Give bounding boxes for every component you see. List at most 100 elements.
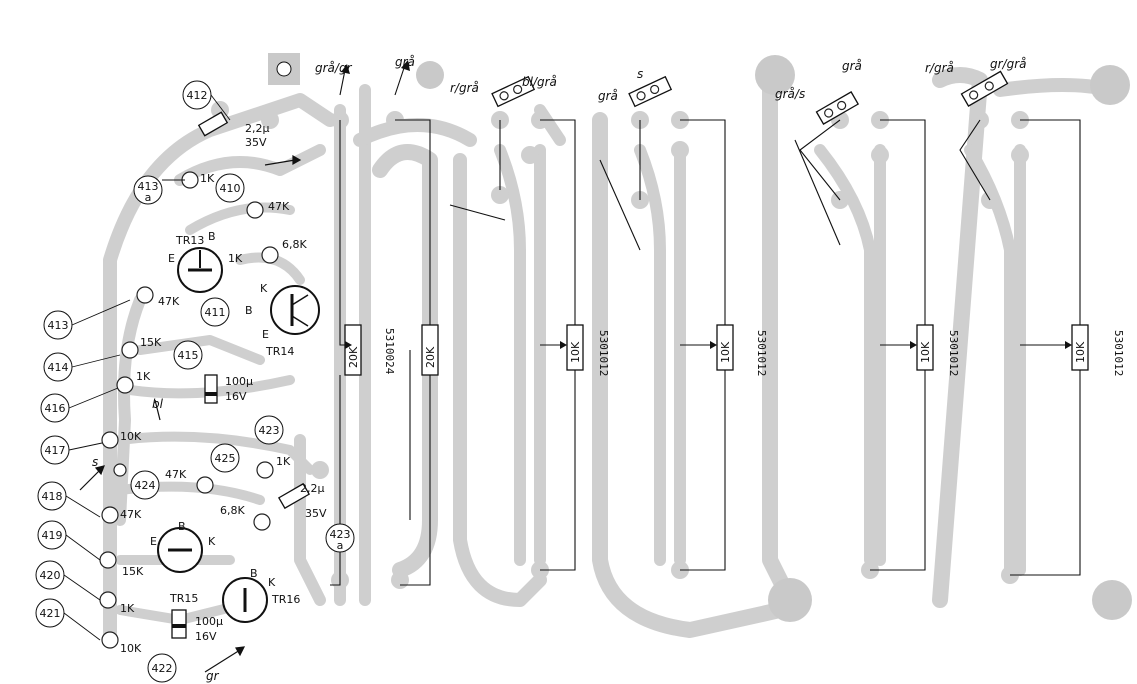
resistor-r20k-b: 20K bbox=[421, 324, 439, 376]
svg-text:E: E bbox=[262, 328, 269, 341]
svg-text:412: 412 bbox=[187, 89, 208, 102]
svg-text:100µ: 100µ bbox=[225, 375, 253, 388]
svg-text:1K: 1K bbox=[200, 172, 215, 185]
svg-text:411: 411 bbox=[205, 306, 226, 319]
svg-text:B: B bbox=[245, 304, 253, 317]
svg-text:K: K bbox=[268, 576, 276, 589]
part-number: 5301012 bbox=[597, 330, 610, 376]
resistor-10k-2: 10K bbox=[716, 324, 734, 371]
svg-text:1K: 1K bbox=[120, 602, 135, 615]
svg-text:2,2µ: 2,2µ bbox=[245, 122, 270, 135]
svg-text:15K: 15K bbox=[122, 565, 144, 578]
svg-text:425: 425 bbox=[215, 452, 236, 465]
svg-text:B: B bbox=[250, 567, 258, 580]
arrow-heads bbox=[345, 341, 1072, 349]
capacitor-422 bbox=[171, 609, 187, 639]
transistor-tr16 bbox=[222, 577, 268, 623]
svg-text:TR13: TR13 bbox=[175, 234, 204, 247]
svg-text:424: 424 bbox=[135, 479, 156, 492]
arrow-heads-left bbox=[79, 154, 302, 673]
wire-connectors bbox=[339, 60, 1009, 125]
svg-text:423: 423 bbox=[330, 528, 351, 541]
svg-text:gr: gr bbox=[206, 669, 220, 683]
wire-label: r/grå bbox=[450, 81, 479, 95]
transistor-tr13 bbox=[177, 247, 223, 293]
resistor-value: 20K bbox=[347, 346, 360, 368]
svg-text:420: 420 bbox=[40, 569, 61, 582]
svg-text:47K: 47K bbox=[165, 468, 187, 481]
capacitor-415 bbox=[204, 374, 218, 404]
wire-label: gr/grå bbox=[990, 57, 1027, 71]
svg-text:100µ: 100µ bbox=[195, 615, 223, 628]
resistor-value: 20K bbox=[424, 346, 437, 368]
svg-text:16V: 16V bbox=[225, 390, 247, 403]
svg-text:TR15: TR15 bbox=[169, 592, 198, 605]
svg-text:47K: 47K bbox=[268, 200, 290, 213]
part-number: 5301012 bbox=[947, 330, 960, 376]
svg-text:413: 413 bbox=[48, 319, 69, 332]
wire-label: grå bbox=[395, 55, 415, 69]
part-number: 5301012 bbox=[755, 330, 768, 376]
svg-text:15K: 15K bbox=[140, 336, 162, 349]
svg-text:6,8K: 6,8K bbox=[282, 238, 307, 251]
component-holes bbox=[99, 171, 279, 649]
svg-text:K: K bbox=[260, 282, 268, 295]
wire-label: bl/grå bbox=[522, 75, 557, 89]
mounting-pads bbox=[416, 55, 1132, 622]
svg-text:35V: 35V bbox=[305, 507, 327, 520]
svg-text:1K: 1K bbox=[228, 252, 243, 265]
svg-text:1K: 1K bbox=[276, 455, 291, 468]
resistor-value: 10K bbox=[919, 341, 932, 363]
svg-text:a: a bbox=[145, 191, 152, 204]
svg-text:410: 410 bbox=[220, 182, 241, 195]
wire-label: grå bbox=[842, 59, 862, 73]
svg-text:B: B bbox=[208, 230, 216, 243]
wire-label: grå bbox=[598, 89, 618, 103]
svg-text:TR14: TR14 bbox=[265, 345, 294, 358]
svg-text:K: K bbox=[208, 535, 216, 548]
resistor-10k-3: 10K bbox=[916, 324, 934, 371]
copper-traces bbox=[103, 62, 1117, 647]
svg-text:s: s bbox=[92, 455, 98, 469]
svg-text:415: 415 bbox=[178, 349, 199, 362]
resistor-r20k-a: 20K bbox=[344, 324, 362, 376]
svg-text:bl: bl bbox=[152, 397, 164, 411]
component-labels: 2,2µ 35V 1K 47K 6,8K TR13 B E 1K K B E T… bbox=[92, 122, 327, 683]
resistor-10k-4: 10K bbox=[1071, 324, 1089, 371]
svg-text:47K: 47K bbox=[120, 508, 142, 521]
svg-text:10K: 10K bbox=[120, 430, 142, 443]
resistor-value: 10K bbox=[1074, 341, 1087, 363]
transistor-tr15 bbox=[157, 527, 203, 573]
svg-text:417: 417 bbox=[45, 444, 66, 457]
transistor-tr14 bbox=[270, 285, 320, 335]
svg-text:422: 422 bbox=[152, 662, 173, 675]
svg-text:B: B bbox=[178, 520, 186, 533]
leader-lines bbox=[63, 94, 231, 641]
wire-label: r/grå bbox=[925, 61, 954, 75]
resistor-value: 10K bbox=[719, 341, 732, 363]
capacitor-412 bbox=[197, 111, 229, 137]
svg-text:421: 421 bbox=[40, 607, 61, 620]
svg-text:6,8K: 6,8K bbox=[220, 504, 245, 517]
svg-text:414: 414 bbox=[48, 361, 69, 374]
part-number: 5301012 bbox=[1112, 330, 1125, 376]
capacitor-425 bbox=[277, 482, 311, 510]
svg-text:418: 418 bbox=[42, 490, 63, 503]
svg-text:35V: 35V bbox=[245, 136, 267, 149]
svg-text:419: 419 bbox=[42, 529, 63, 542]
resistor-value: 10K bbox=[569, 341, 582, 363]
square-connector-pad bbox=[268, 53, 300, 85]
svg-text:423: 423 bbox=[259, 424, 280, 437]
wire-label: grå/s bbox=[775, 87, 805, 101]
svg-text:TR16: TR16 bbox=[271, 593, 300, 606]
svg-text:2,2µ: 2,2µ bbox=[300, 482, 325, 495]
svg-text:416: 416 bbox=[45, 402, 66, 415]
resistor-10k-1: 10K bbox=[566, 324, 584, 371]
signal-wires bbox=[330, 119, 1081, 586]
svg-text:E: E bbox=[150, 535, 157, 548]
wire-label: grå/gr bbox=[315, 61, 353, 75]
svg-text:E: E bbox=[168, 252, 175, 265]
part-number: 5310024 bbox=[383, 328, 396, 375]
svg-text:413: 413 bbox=[138, 180, 159, 193]
